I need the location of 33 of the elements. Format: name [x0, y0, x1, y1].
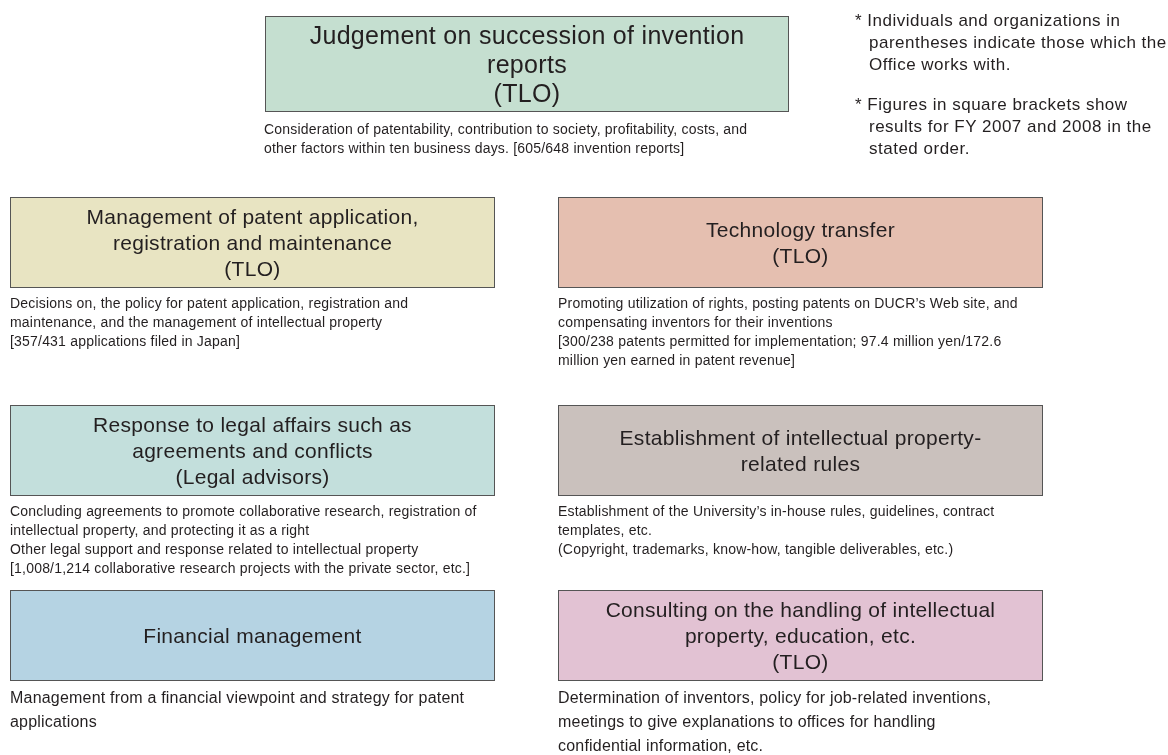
- process-box: [265, 16, 789, 112]
- box-subtitle: (TLO): [493, 78, 561, 108]
- description-text: Consideration of patentability, contribution to society, profitability, costs, and other factors within ten business days. [605/648 invention reports]: [264, 120, 749, 158]
- box-subtitle: (TLO): [772, 648, 829, 675]
- process-box: [10, 590, 495, 681]
- box-title: Establishment of intellectual property-related rules: [618, 424, 983, 477]
- box-title: Judgement on succession of invention reports: [308, 20, 746, 79]
- description-text: Concluding agreements to promote collaborative research, registration of intellectual property, and protecting it as a right: [10, 502, 478, 540]
- box-title: Management of patent application, registration and maintenance: [85, 203, 420, 256]
- description-text: Decisions on, the policy for patent application, registration and maintenance, and the management of intellectual property: [10, 294, 410, 332]
- description-text: [357/431 applications filed in Japan]: [10, 332, 241, 351]
- description-text: Other legal support and response related to intellectual property: [10, 540, 420, 559]
- process-box: [10, 197, 495, 288]
- box-subtitle: (Legal advisors): [175, 463, 330, 490]
- description-text: Promoting utilization of rights, posting patents on DUCR’s Web site, and compensating inventors for their inventions: [558, 294, 1019, 332]
- process-box: [558, 197, 1043, 288]
- process-box: [10, 405, 495, 496]
- description-text: Establishment of the University’s in-house rules, guidelines, contract templates, etc.: [558, 502, 996, 540]
- footnote: * Figures in square brackets show results for FY 2007 and 2008 in the stated order.: [855, 94, 1153, 160]
- description-text: [1,008/1,214 collaborative research projects with the private sector, etc.]: [10, 559, 472, 578]
- box-title: Financial management: [143, 622, 362, 649]
- box-subtitle: (TLO): [772, 242, 829, 269]
- process-box: [558, 590, 1043, 681]
- box-title: Technology transfer: [706, 216, 895, 243]
- box-subtitle: (TLO): [224, 255, 281, 282]
- description-text: Management from a financial viewpoint and strategy for patent applications: [10, 688, 466, 732]
- description-text: (Copyright, trademarks, know-how, tangible deliverables, etc.): [558, 540, 955, 559]
- footnote: * Individuals and organizations in parentheses indicate those which the Office works with.: [855, 10, 1168, 76]
- box-title: Consulting on the handling of intellectual property, education, etc.: [604, 596, 997, 649]
- description-text: [300/238 patents permitted for implementation; 97.4 million yen/172.6 million yen earned in patent revenue]: [558, 332, 1003, 370]
- process-box: [558, 405, 1043, 496]
- description-text: Determination of inventors, policy for job-related inventions, meetings to give explanations to offices for handling confidential information, etc.: [558, 688, 993, 755]
- box-title: Response to legal affairs such as agreements and conflicts: [92, 411, 413, 464]
